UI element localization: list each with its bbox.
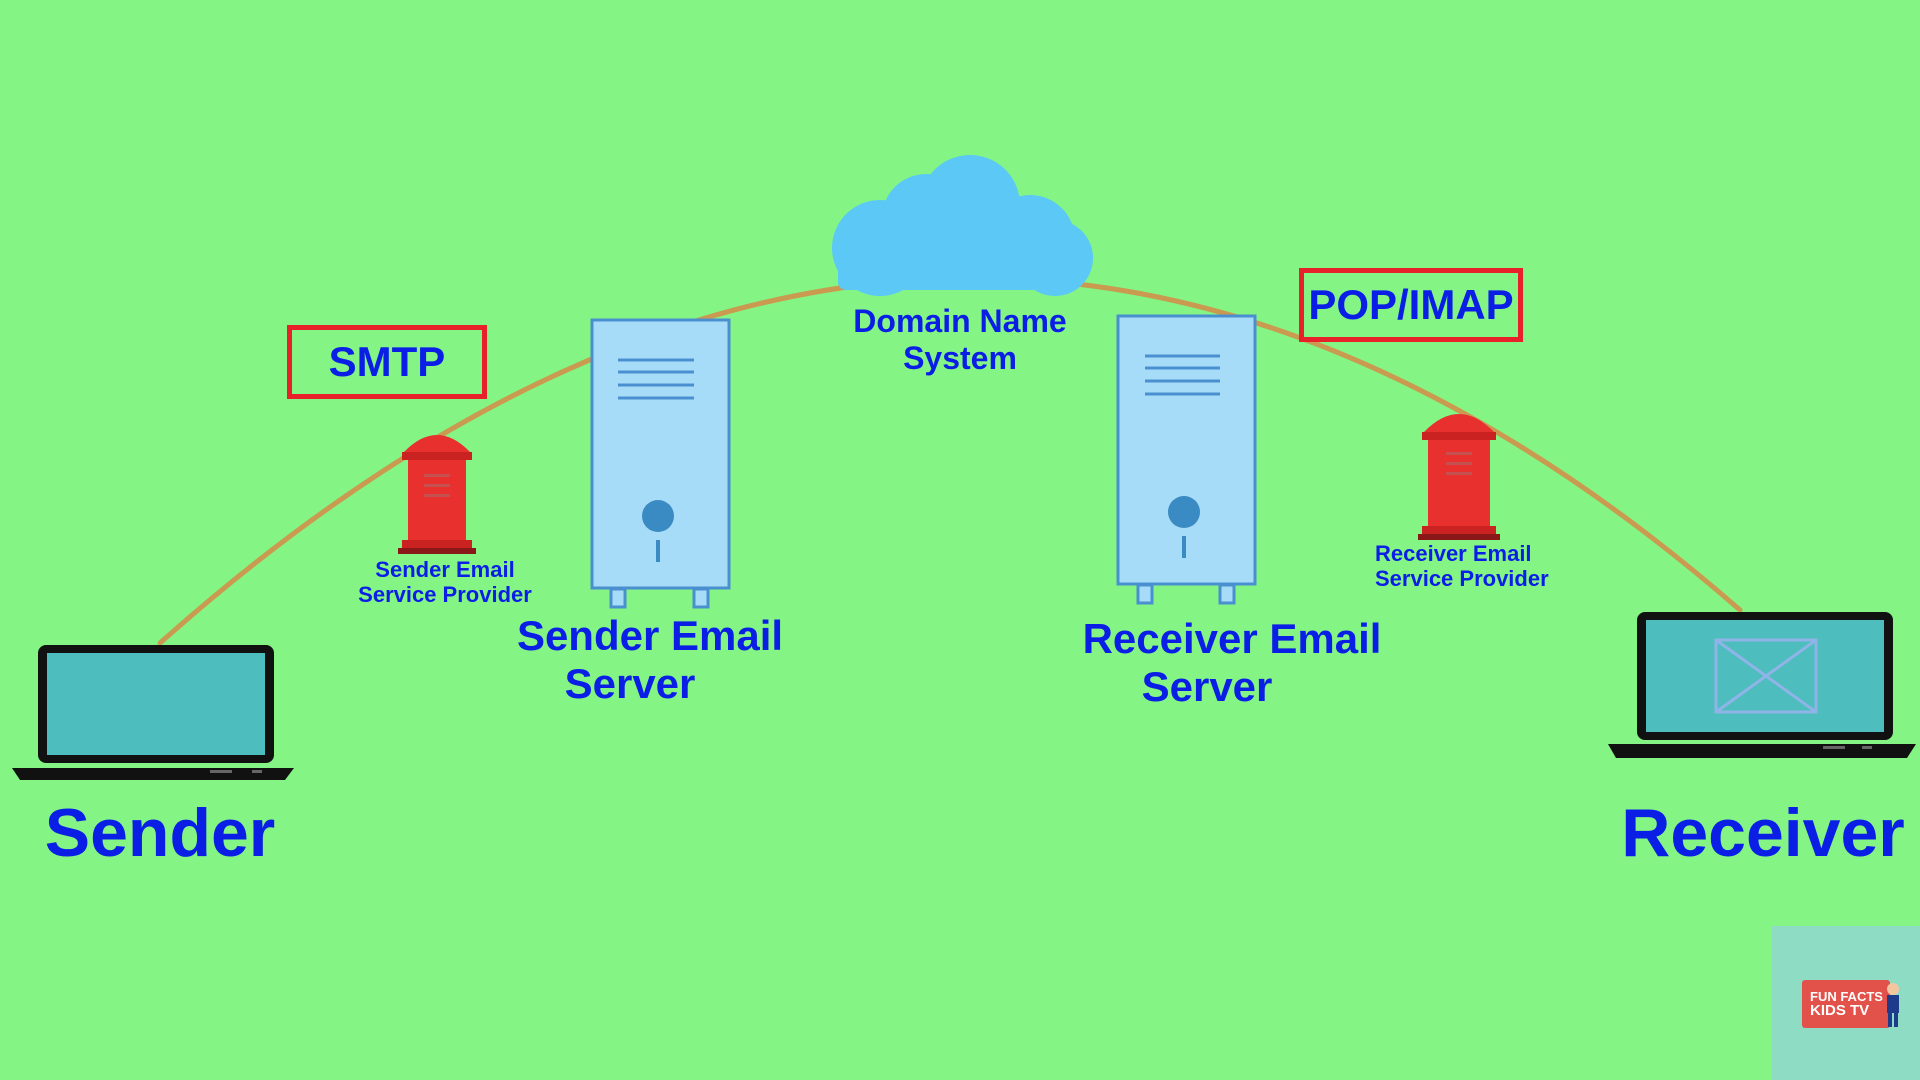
receiver-server-icon xyxy=(1116,314,1257,605)
sender-provider-label: Sender Email Service Provider xyxy=(340,557,550,608)
channel-watermark: FUN FACTS KIDS TV xyxy=(1772,926,1920,1080)
sender-laptop-icon xyxy=(12,645,294,780)
channel-logo: FUN FACTS KIDS TV xyxy=(1802,980,1890,1028)
receiver-server-line-1: Receiver Email xyxy=(1082,615,1382,662)
dns-label-line-1: Domain Name xyxy=(853,303,1067,339)
receiver-server-line-2: Server xyxy=(1141,663,1273,711)
receiver-mailbox-icon xyxy=(1418,414,1500,540)
dns-label: Domain Name System xyxy=(830,303,1090,377)
envelope-icon xyxy=(1714,638,1818,714)
cloud-icon xyxy=(832,155,1093,296)
receiver-provider-line-1: Receiver Email xyxy=(1375,541,1532,566)
sender-server-line-2: Server xyxy=(564,660,696,708)
receiver-server-label: Receiver Email Server xyxy=(1062,615,1402,712)
pop-imap-protocol-box: POP/IMAP xyxy=(1299,268,1523,342)
sender-provider-line-2: Service Provider xyxy=(358,582,532,608)
sender-provider-line-1: Sender Email xyxy=(375,557,515,582)
receiver-provider-label: Receiver Email Service Provider xyxy=(1375,541,1585,592)
channel-logo-line-2: KIDS TV xyxy=(1810,1002,1870,1019)
receiver-laptop-icon xyxy=(1608,612,1916,758)
receiver-label: Receiver xyxy=(1621,795,1905,871)
sender-mailbox-icon xyxy=(398,435,476,554)
sender-server-label: Sender Email Server xyxy=(495,612,805,709)
sender-label: Sender xyxy=(44,795,276,871)
pop-imap-label: POP/IMAP xyxy=(1308,281,1514,328)
dns-label-line-2: System xyxy=(903,339,1017,376)
mascot-icon xyxy=(1887,983,1899,1027)
channel-logo-line-1: FUN FACTS xyxy=(1810,989,1883,1004)
receiver-provider-line-2: Service Provider xyxy=(1375,566,1549,592)
sender-server-icon xyxy=(590,318,731,609)
smtp-label: SMTP xyxy=(328,338,446,385)
smtp-protocol-box: SMTP xyxy=(287,325,487,399)
sender-server-line-1: Sender Email xyxy=(516,612,784,659)
